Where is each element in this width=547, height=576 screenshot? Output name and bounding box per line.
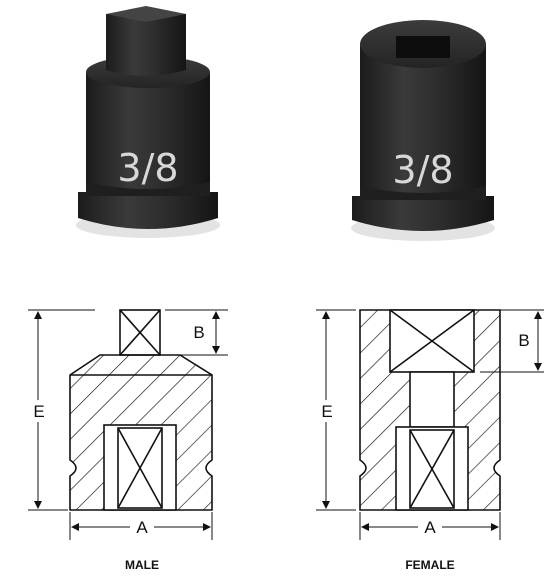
- male-b-label: B: [193, 323, 204, 342]
- female-through-bore: [409, 371, 455, 428]
- female-bottom-x2: [409, 429, 455, 509]
- male-cross-section: [28, 309, 228, 540]
- male-drive-top: [106, 6, 186, 22]
- female-square-recess: [396, 36, 450, 58]
- male-base: [78, 192, 218, 229]
- female-b-label: B: [518, 331, 529, 350]
- female-adapter-photo: 3/8: [351, 20, 495, 241]
- female-size-label: 3/8: [392, 148, 453, 192]
- male-size-label: 3/8: [117, 146, 178, 190]
- female-e-label-bg: [318, 400, 336, 422]
- female-cross-section: [316, 309, 544, 540]
- male-caption: MALE: [125, 558, 159, 572]
- male-drive-x2: [119, 309, 161, 356]
- male-inner-x2: [117, 427, 163, 509]
- female-base: [352, 196, 494, 231]
- female-recess-x2: [389, 309, 475, 373]
- male-e-label: E: [33, 402, 44, 421]
- male-a-label: A: [136, 518, 148, 537]
- female-body: [360, 44, 486, 193]
- male-square-drive: [106, 14, 186, 76]
- male-adapter-photo: 3/8: [76, 6, 220, 238]
- male-a-label-bg: [130, 518, 154, 536]
- male-body: [86, 72, 210, 189]
- female-caption: FEMALE: [405, 558, 454, 572]
- female-a-label-bg: [418, 518, 442, 536]
- female-e-label: E: [321, 402, 332, 421]
- female-a-label: A: [424, 518, 436, 537]
- male-e-label-bg: [30, 400, 48, 422]
